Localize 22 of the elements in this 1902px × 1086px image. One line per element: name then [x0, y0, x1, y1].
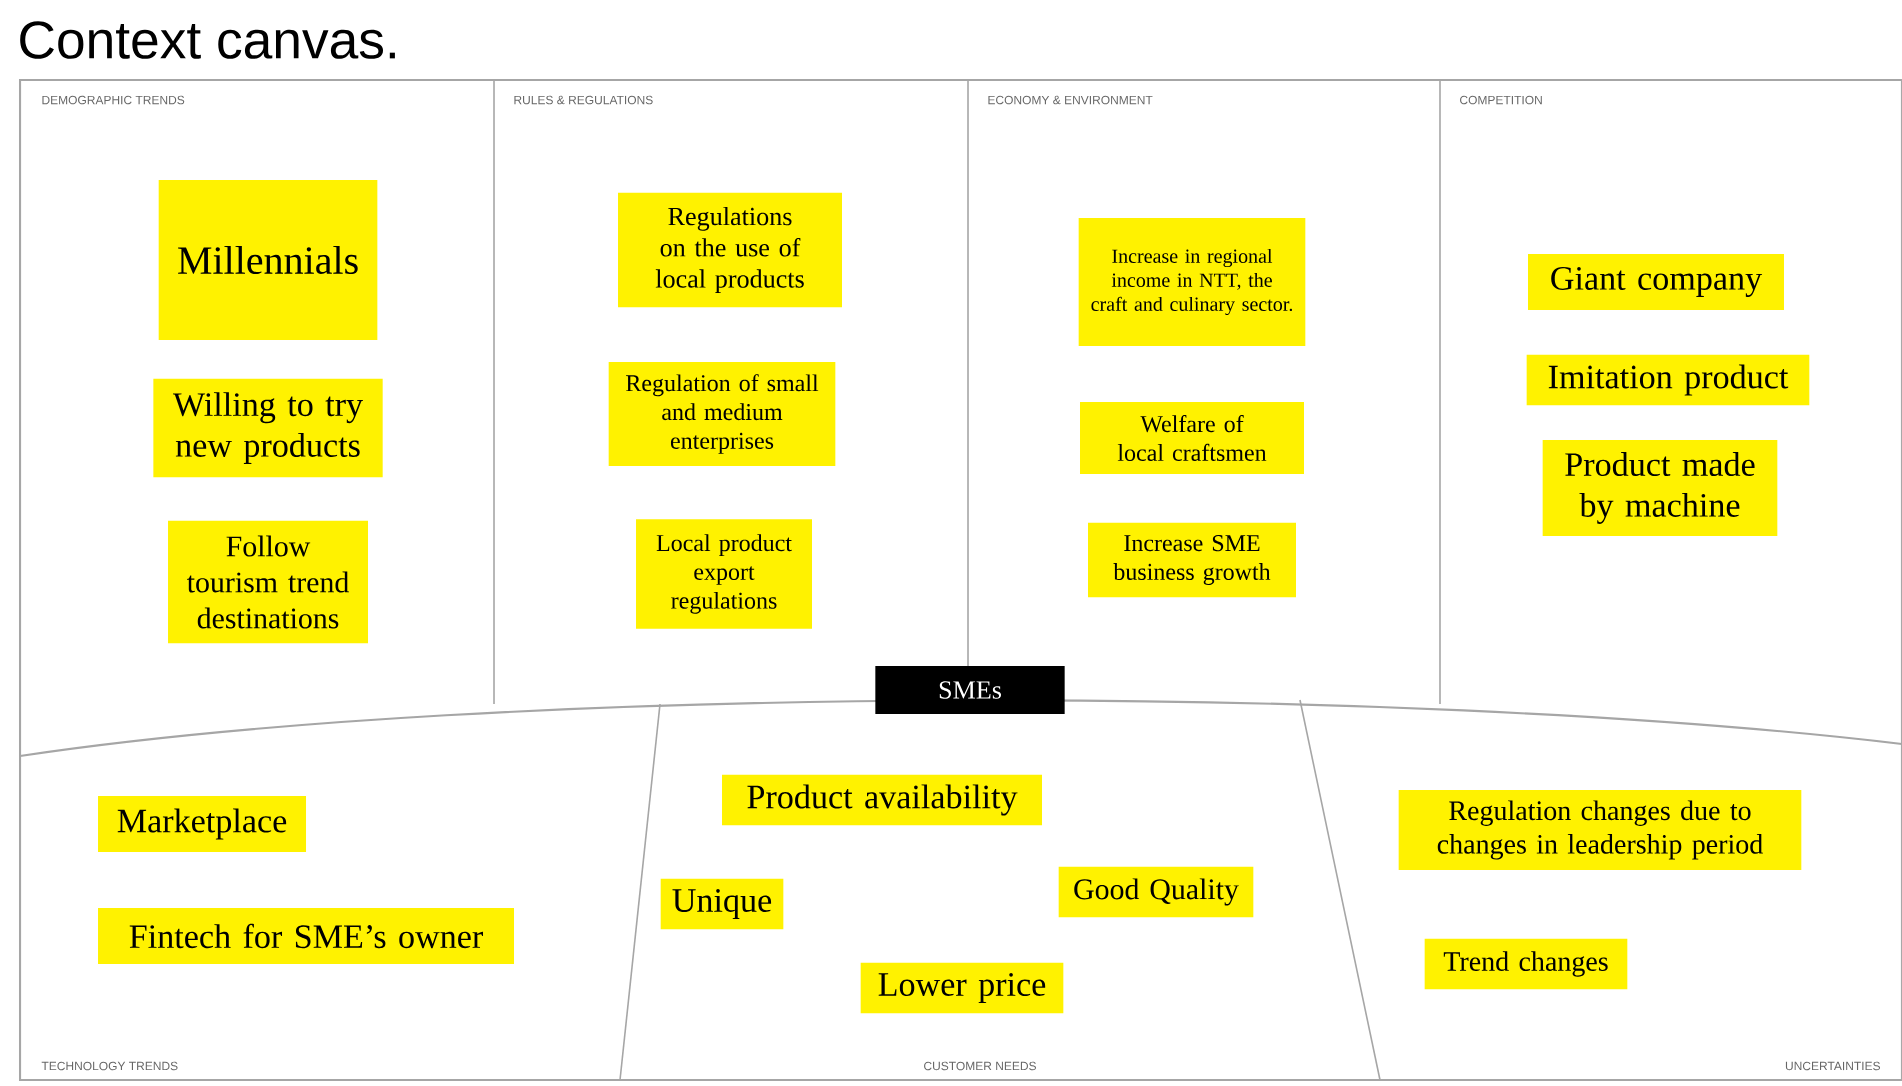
title: Context canvas.	[20, 21, 395, 59]
sticky-note: Regulation of small and medium enterprises	[608, 362, 836, 466]
sticky-note: Fintech for SME’s owner	[98, 908, 514, 964]
sticky-note: Welfare of local craftsmen	[1080, 402, 1304, 474]
sticky-note: Good Quality	[1058, 866, 1254, 918]
sticky-note: Trend changes	[1424, 938, 1628, 990]
sticky-note: SMEs	[875, 666, 1065, 714]
sticky-note: Product made by machine	[1542, 440, 1778, 536]
sticky-note: Willing to try new products	[153, 378, 383, 478]
sticky-note: Millennials	[158, 180, 378, 340]
sticky-note: Follow tourism trend destinations	[168, 520, 368, 644]
sticky-note: Lower price	[860, 962, 1064, 1014]
sticky-note: Increase SME business growth	[1088, 522, 1296, 598]
sticky-note: Regulation changes due to changes in leadership period	[1398, 790, 1802, 870]
sticky-note: Product availability	[722, 774, 1042, 826]
sticky-note: Local product export regulations	[636, 519, 812, 629]
sticky-note: Imitation product	[1526, 354, 1810, 406]
sticky-note: Marketplace	[98, 796, 306, 852]
sticky-note: Regulations on the use of local products	[618, 192, 842, 308]
sticky-note: Unique	[660, 878, 784, 930]
sticky-note: Increase in regional income in NTT, the craft and culinary sector.	[1078, 218, 1306, 346]
sticky-note: Giant company	[1528, 254, 1784, 310]
